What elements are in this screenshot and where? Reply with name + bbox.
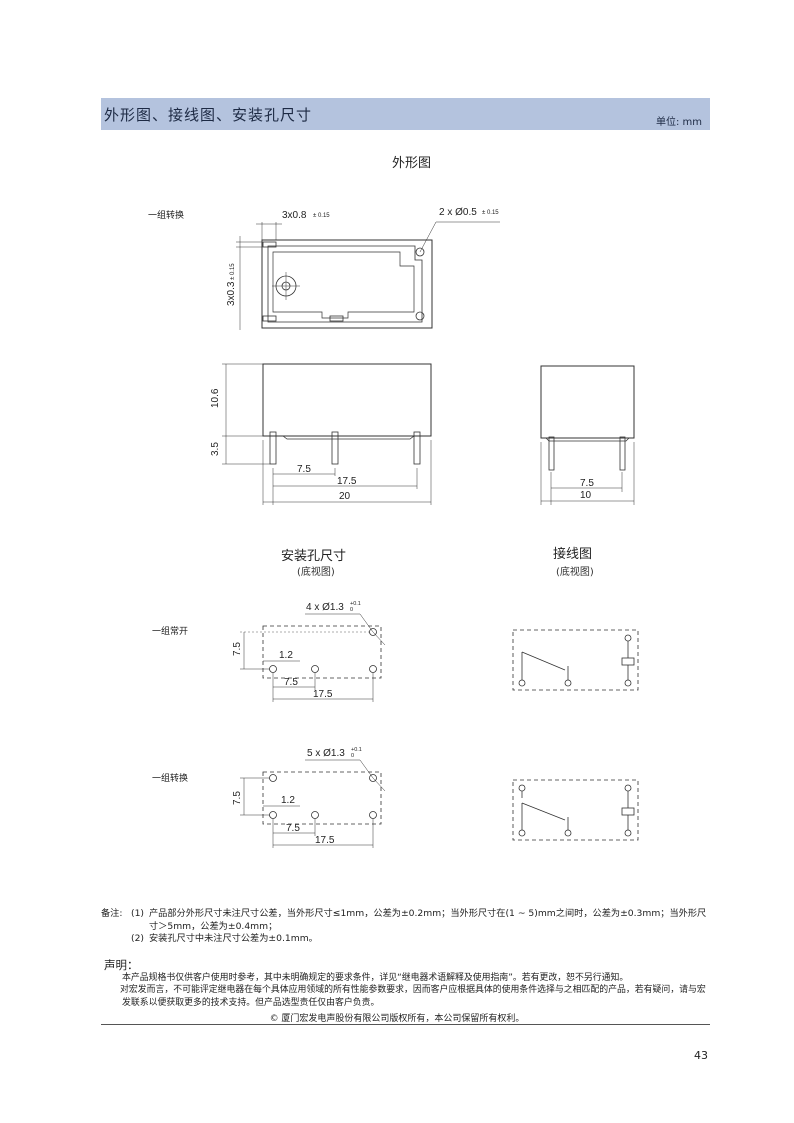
note-2-num: (2) (131, 933, 145, 944)
note-1-num: (1) (131, 908, 145, 919)
co-dim-1: 7.5 (232, 791, 243, 805)
outline-title: 外形图 (392, 156, 432, 171)
front-view-drawing (222, 363, 432, 505)
dim-pin-thick-tol: ± 0.15 (230, 263, 236, 280)
notes-block: 备注: (1) 产品部分外形尺寸未注尺寸公差，当外形尺寸≤1mm，公差为±0.2… (101, 908, 711, 946)
co-dim-2: 1.2 (281, 795, 295, 806)
note-2-text: 安装孔尺寸中未注尺寸公差为±0.1mm。 (149, 933, 318, 944)
dim-side-pitch: 7.5 (580, 478, 594, 489)
no-dim-2: 1.2 (279, 650, 293, 661)
dim-pin-len: 3.5 (210, 442, 221, 456)
dim-pin-width-tol: ± 0.15 (313, 213, 330, 219)
no-holes-tol-top: +0.1 (350, 601, 361, 607)
side-view-drawing (540, 365, 635, 505)
no-dim-3: 7.5 (284, 677, 298, 688)
wiring-title: 接线图 (553, 547, 593, 562)
no-holes-spec: 4 x Ø1.3 (306, 602, 344, 613)
unit-label: 单位: mm (655, 117, 702, 128)
dim-hole-dia-tol: ± 0.15 (482, 210, 499, 216)
page-number: 43 (694, 1049, 708, 1062)
copyright: © 厦门宏发电声股份有限公司版权所有，本公司保留所有权利。 (269, 1014, 525, 1024)
co-dim-4: 17.5 (315, 835, 335, 846)
wiring-subtitle: (底视图) (556, 567, 594, 578)
top-view-drawing (236, 221, 500, 330)
header-bar (101, 98, 710, 130)
declaration-body: 本产品规格书仅供客户使用时参考，其中未明确规定的要求条件，详见“继电器术语解释及… (120, 972, 707, 1009)
co-holes-tol-bot: 0 (351, 753, 354, 759)
declaration-p1: 本产品规格书仅供客户使用时参考，其中未明确规定的要求条件，详见“继电器术语解释及… (122, 973, 629, 983)
dim-pin-thick: 3x0.3 (226, 281, 237, 306)
dim-pitch-2: 17.5 (337, 476, 357, 487)
dim-length: 20 (339, 491, 351, 502)
mounting-no-drawing (240, 613, 386, 702)
dim-height: 10.6 (210, 388, 221, 408)
co-holes-spec: 5 x Ø1.3 (307, 748, 345, 759)
page-title: 外形图、接线图、安装孔尺寸 (104, 106, 313, 124)
no-dim-4: 17.5 (313, 689, 333, 700)
declaration-p2: 对宏发而言，不可能评定继电器在每个具体应用领域的所有性能参数要求，因而客户应根据… (120, 985, 706, 1008)
declaration-title: 声明： (104, 958, 139, 972)
no-dim-1: 7.5 (232, 642, 243, 656)
dim-pin-width: 3x0.8 (282, 210, 307, 221)
no-holes-tol-bot: 0 (350, 607, 353, 613)
notes-label: 备注: (101, 908, 123, 919)
mounting-subtitle: (底视图) (297, 567, 335, 578)
mounting-co-drawing (240, 759, 386, 848)
dim-pitch-1: 7.5 (297, 464, 311, 475)
note-1-text: 产品部分外形尺寸未注尺寸公差，当外形尺寸≤1mm，公差为±0.2mm；当外形尺寸… (149, 908, 707, 932)
footer-divider (101, 1024, 710, 1025)
dim-hole-dia: 2 x Ø0.5 (439, 207, 477, 218)
co-holes-tol-top: +0.1 (351, 747, 362, 753)
no-variant-label: 一组常开 (152, 627, 189, 637)
dim-width: 10 (580, 490, 592, 501)
co-dim-3: 7.5 (286, 823, 300, 834)
wiring-co-diagram (512, 779, 639, 841)
mounting-title: 安装孔尺寸 (281, 549, 347, 564)
co-variant-label: 一组转换 (152, 774, 189, 784)
outline-variant-label: 一组转换 (148, 211, 185, 221)
wiring-no-diagram (512, 629, 639, 691)
